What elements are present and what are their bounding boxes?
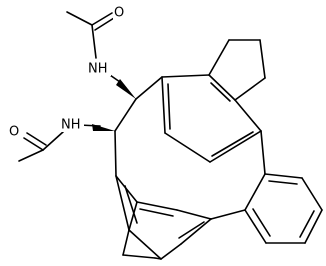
bond-carbonyl-nitrogen-lower bbox=[42, 131, 64, 151]
atom-label-oxygen-left: O bbox=[9, 125, 19, 140]
bond-carbonyl-oxygen-lower-a bbox=[23, 137, 44, 151]
bond-ring2-c bbox=[301, 177, 323, 211]
bond-ring2-b bbox=[264, 173, 303, 179]
bond-cyclobutane-lower-b bbox=[122, 254, 156, 259]
bond-carbonyl-oxygen-upper-b bbox=[94, 17, 115, 31]
bond-ring3-g bbox=[160, 243, 182, 260]
bond-ring2-f bbox=[244, 209, 267, 244]
wedge-bond-lower-stereocenter bbox=[92, 124, 115, 131]
label-mask-o-left bbox=[8, 123, 22, 139]
bond-carbonyl-oxygen-lower-b bbox=[26, 132, 47, 146]
bond-ring3-f-inner bbox=[178, 221, 205, 239]
bond-ring2-a bbox=[260, 130, 266, 175]
upper-aromatic-ring bbox=[135, 74, 262, 163]
bond-ring1-c7-c2 bbox=[161, 76, 166, 134]
bond-ring1-c5-c6-inner bbox=[211, 131, 254, 157]
bond-ring2-f-inner bbox=[252, 208, 271, 237]
bond-ring2-b-inner bbox=[268, 180, 298, 185]
bond-carbonyl-oxygen-upper-a bbox=[91, 12, 113, 26]
bond-ring1-c5-c6 bbox=[209, 130, 262, 163]
bond-cyclobutane-upper-a bbox=[208, 39, 230, 76]
atom-label-nh-left: NH bbox=[61, 118, 81, 133]
bond-ring3-a bbox=[114, 130, 117, 177]
bond-cyclobutane-upper-d bbox=[234, 77, 266, 101]
bond-ring1-c6-c7 bbox=[164, 132, 211, 163]
bond-methyl-carbonyl-upper bbox=[66, 11, 93, 26]
bond-ring2-d bbox=[304, 209, 323, 244]
lower-aromatic-ring bbox=[114, 130, 246, 260]
bond-carbonyl-nitrogen-upper bbox=[91, 24, 97, 59]
bond-cyclobutane-upper-c bbox=[259, 39, 266, 79]
bond-ring3-c bbox=[136, 201, 178, 211]
bond-ring3-d bbox=[176, 209, 212, 220]
bond-ring3-i bbox=[115, 175, 130, 231]
bond-ring1-c1-c2 bbox=[135, 76, 163, 100]
bond-cyclobutane-lower-a bbox=[122, 229, 130, 256]
atom-label-nh-top: NH bbox=[88, 62, 108, 77]
right-benzene-ring bbox=[244, 130, 323, 244]
bond-ring1-c7-c2-inner bbox=[167, 83, 171, 130]
bond-ring3-h bbox=[128, 229, 162, 260]
bond-ring2-g bbox=[244, 173, 266, 211]
bond-ring3-i-inner bbox=[124, 185, 138, 224]
upper-cyclobutane-ring bbox=[208, 39, 266, 101]
bond-ring1-c3-c4 bbox=[208, 74, 236, 101]
bond-ring3-c-inner bbox=[139, 208, 174, 217]
bond-ring1-c2-c3 bbox=[161, 74, 210, 78]
label-mask-nh-top bbox=[87, 60, 111, 76]
bond-ring3-e bbox=[210, 209, 246, 220]
bond-ring3-bridge bbox=[128, 201, 138, 231]
label-mask-o-top bbox=[113, 4, 127, 20]
bond-ring1-c4-c5 bbox=[234, 99, 262, 132]
label-mask-nh-left bbox=[60, 116, 84, 132]
bond-ring1-c3-c4-inner bbox=[210, 82, 231, 102]
bond-methyl-carbonyl-lower bbox=[18, 149, 44, 162]
bond-stereocenter-bridge bbox=[114, 98, 137, 132]
lower-acetamide-group bbox=[18, 124, 101, 162]
lower-cyclobutane-ring bbox=[122, 229, 162, 260]
bond-ring3-f bbox=[180, 218, 212, 245]
bond-ring2-d-inner bbox=[299, 210, 315, 238]
wedge-bond-upper-stereocenter bbox=[116, 79, 136, 99]
bond-cyclobutane-lower-c bbox=[154, 257, 162, 260]
atom-label-oxygen-top: O bbox=[114, 6, 124, 21]
